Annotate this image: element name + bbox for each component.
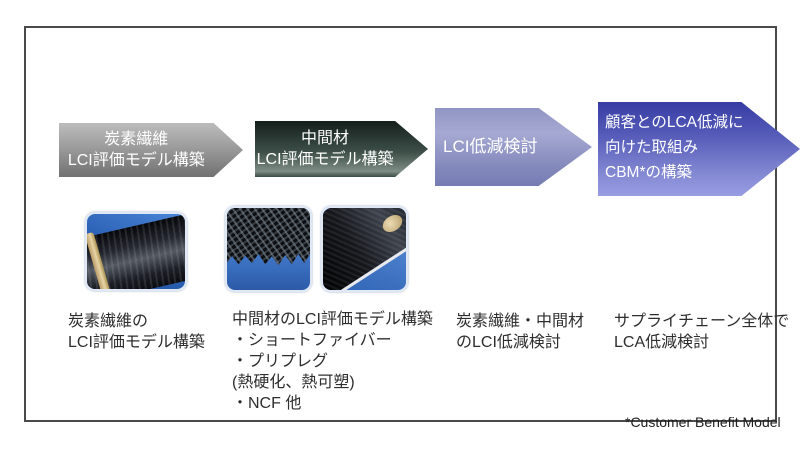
process-arrow-intermediate-material: 中間材 LCI評価モデル構築	[255, 121, 428, 177]
description-lci-reduction: 炭素繊維・中間材 のLCI低減検討	[456, 311, 584, 353]
description-supply-chain: サプライチェーン全体で LCA低減検討	[614, 311, 789, 353]
arrow-label: 炭素繊維 LCI評価モデル構築	[59, 129, 214, 171]
arrow-label-line: CBM*の構築	[605, 164, 692, 181]
arrow-label: 中間材 LCI評価モデル構築	[255, 128, 395, 170]
process-arrow-carbon-fiber: 炭素繊維 LCI評価モデル構築	[59, 123, 243, 177]
arrow-label: 顧客とのLCA低減に 向けた取組み CBM*の構築	[598, 102, 800, 185]
slide-frame: 炭素繊維 LCI評価モデル構築 中間材 LCI評価モデル構築 LCI低減検討 顧…	[24, 26, 800, 430]
description-line: 炭素繊維の	[68, 313, 149, 330]
description-line: LCA低減検討	[614, 334, 710, 351]
description-line: のLCI低減検討	[456, 334, 561, 351]
description-line: 炭素繊維・中間材	[456, 313, 585, 330]
description-line: ・プリプレグ	[232, 353, 329, 370]
arrow-label-line: LCI評価モデル構築	[256, 151, 394, 168]
description-line: 中間材のLCI評価モデル構築	[232, 311, 433, 328]
arrow-label-line: 炭素繊維	[104, 131, 169, 148]
arrow-label: LCI低減検討	[435, 136, 592, 158]
arrow-label-line: 中間材	[301, 130, 350, 147]
arrow-label-line: 顧客とのLCA低減に	[605, 114, 744, 131]
chopped-fiber-graphic	[227, 208, 310, 266]
description-line: サプライチェーン全体で	[614, 313, 790, 330]
chopped-fiber-photo	[225, 206, 312, 292]
description-intermediate-material: 中間材のLCI評価モデル構築 ・ショートファイバー ・プリプレグ (熱硬化、熱可…	[232, 309, 433, 414]
footnote-customer-benefit-model: *Customer Benefit Model	[625, 414, 781, 430]
process-arrow-lci-reduction: LCI低減検討	[435, 108, 592, 186]
process-arrow-customer-cbm: 顧客とのLCA低減に 向けた取組み CBM*の構築	[598, 102, 800, 196]
description-line: (熱硬化、熱可塑)	[232, 374, 355, 391]
description-line: LCI評価モデル構築	[68, 334, 205, 351]
arrow-label-line: 向けた取組み	[605, 139, 699, 156]
description-line: ・ショートファイバー	[232, 332, 392, 349]
arrow-label-line: LCI評価モデル構築	[67, 152, 205, 169]
prepreg-roll-photo	[321, 206, 408, 292]
arrow-label-line: LCI低減検討	[443, 137, 538, 156]
description-carbon-fiber: 炭素繊維の LCI評価モデル構築	[68, 311, 205, 353]
description-line: ・NCF 他	[232, 395, 302, 412]
carbon-fiber-spool-photo	[85, 212, 187, 291]
